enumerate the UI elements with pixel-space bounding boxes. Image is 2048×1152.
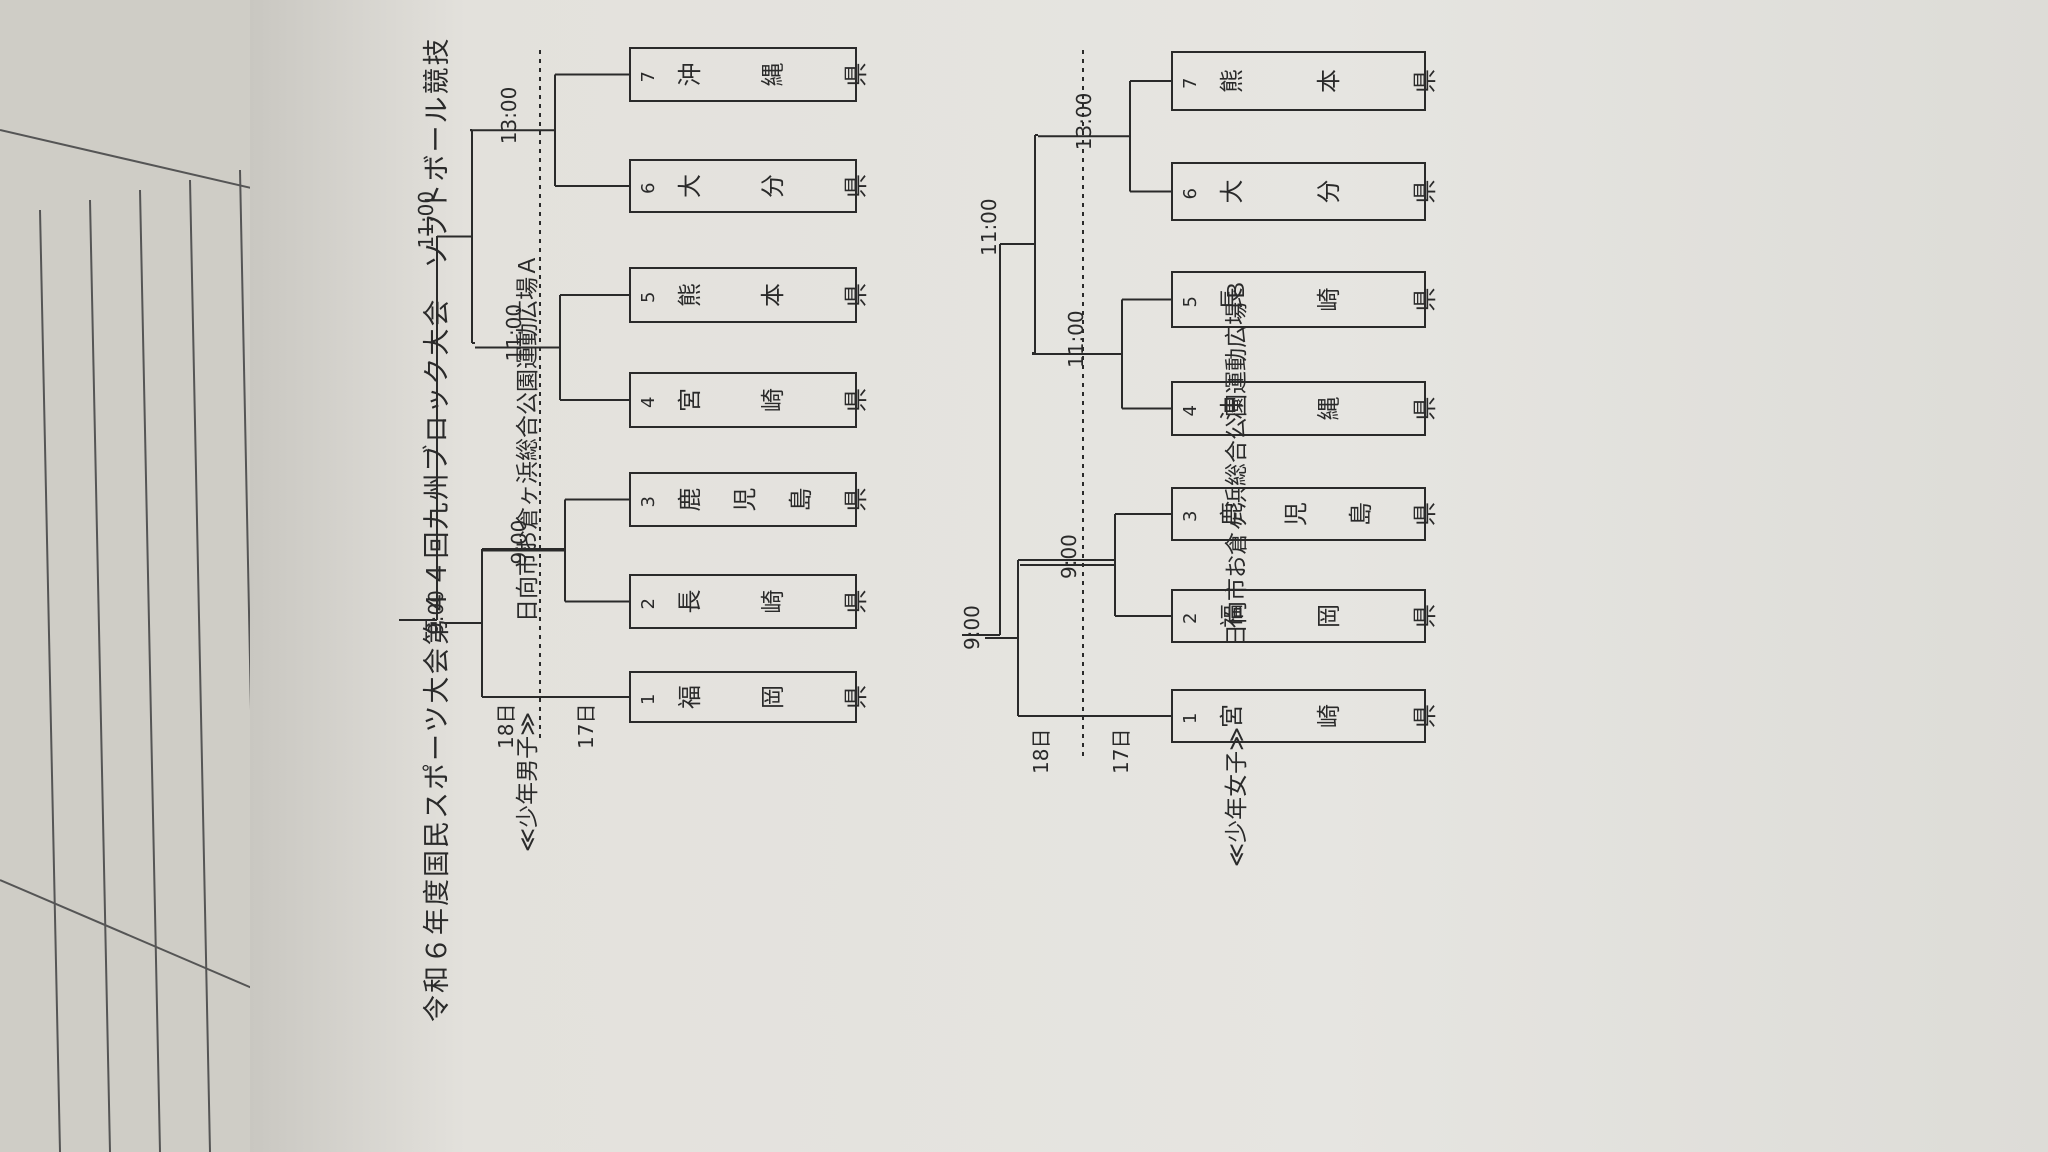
- team-name-char: 福: [676, 685, 704, 709]
- team-box: [1171, 162, 1426, 221]
- team-name-char: 県: [842, 685, 870, 709]
- adjacent-page: [0, 0, 280, 1152]
- team-number: 3: [638, 496, 659, 508]
- team-name-char: 鹿: [676, 487, 704, 512]
- team-box: [629, 671, 857, 723]
- team-name-char: 県: [842, 283, 870, 307]
- team-name-char: 岡: [759, 685, 787, 709]
- team-number: 6: [638, 182, 659, 194]
- match-time: 11:00: [502, 303, 526, 362]
- team-number: 2: [638, 598, 659, 610]
- team-name-char: 県: [1411, 69, 1439, 93]
- team-name-char: 長: [676, 589, 704, 614]
- team-number: 1: [638, 693, 659, 705]
- team-box: [1171, 589, 1426, 643]
- team-number: 5: [1180, 296, 1201, 308]
- match-time: 9:00: [1057, 534, 1081, 579]
- team-name-char: 本: [1314, 69, 1343, 93]
- team-name-char: 県: [842, 174, 870, 198]
- team-name-char: 熊: [676, 283, 704, 307]
- day-label-final: 18日: [1029, 728, 1053, 774]
- team-name-char: 県: [1411, 396, 1439, 421]
- team-number: 1: [1180, 712, 1201, 724]
- match-time: 13:00: [497, 86, 521, 145]
- team-name-char: 児: [731, 487, 760, 512]
- team-name-char: 熊: [1218, 69, 1246, 93]
- team-name-char: 大: [1218, 179, 1246, 204]
- team-name-char: 県: [1411, 604, 1439, 628]
- team-name-char: 本: [759, 283, 787, 307]
- team-box: [629, 267, 857, 323]
- team-name-char: 崎: [759, 388, 787, 412]
- team-number: 5: [638, 291, 659, 303]
- team-name-char: 県: [1411, 704, 1439, 728]
- team-number: 4: [638, 396, 659, 408]
- team-name-char: 崎: [1314, 704, 1343, 728]
- day-label-final: 18日: [494, 703, 518, 749]
- page-title: 令和６年度国民スポーツ大会第４４回九州ブロック大会 ソフトボール競技: [422, 36, 453, 1022]
- team-box: [1171, 381, 1426, 436]
- team-box: [629, 159, 857, 213]
- team-box: [629, 574, 857, 629]
- team-box: [629, 372, 857, 428]
- team-name-char: 沖: [1218, 396, 1246, 421]
- match-time: 9:00: [424, 590, 448, 635]
- team-name-char: 宮: [676, 388, 704, 412]
- team-name-char: 島: [786, 487, 815, 512]
- team-name-char: 分: [1314, 179, 1343, 204]
- team-name-char: 沖: [676, 62, 704, 87]
- team-number: 3: [1180, 510, 1201, 522]
- team-number: 2: [1180, 612, 1201, 624]
- team-name-char: 岡: [1314, 604, 1343, 628]
- team-name-char: 島: [1346, 502, 1375, 526]
- day-label-first: 17日: [1109, 728, 1133, 774]
- match-time: 11:00: [977, 198, 1001, 256]
- match-time: 13:00: [1072, 92, 1096, 151]
- team-name-char: 崎: [759, 589, 787, 614]
- team-name-char: 長: [1218, 287, 1246, 312]
- team-name-char: 分: [759, 174, 787, 198]
- team-name-char: 県: [842, 388, 870, 412]
- team-box: [629, 47, 857, 102]
- team-name-char: 県: [842, 487, 870, 512]
- team-name-char: 福: [1218, 604, 1246, 628]
- match-time: 11:00: [1064, 310, 1088, 368]
- team-name-char: 鹿: [1218, 502, 1246, 526]
- team-name-char: 縄: [1314, 396, 1343, 421]
- team-box: [1171, 689, 1426, 743]
- team-box: [1171, 51, 1426, 111]
- team-number: 7: [638, 71, 659, 83]
- team-name-char: 県: [842, 589, 870, 614]
- team-number: 7: [1180, 77, 1201, 89]
- team-number: 4: [1180, 405, 1201, 417]
- team-number: 6: [1180, 188, 1201, 200]
- team-box: [1171, 271, 1426, 328]
- team-name-char: 縄: [759, 62, 787, 87]
- team-name-char: 県: [1411, 179, 1439, 204]
- team-name-char: 県: [842, 62, 870, 87]
- category-label: ≪少年女子≫: [1224, 726, 1250, 867]
- match-time: 9:00: [507, 519, 531, 565]
- team-name-char: 大: [676, 174, 704, 198]
- team-name-char: 宮: [1218, 704, 1246, 728]
- match-time: 9:00: [960, 605, 984, 650]
- day-label-first: 17日: [574, 703, 598, 749]
- team-name-char: 崎: [1314, 287, 1343, 312]
- team-name-char: 県: [1411, 502, 1439, 526]
- venue-label: 日向市お倉ヶ浜総合公園運動広場Ｂ: [1224, 279, 1250, 647]
- match-time: 11:00: [414, 190, 438, 249]
- team-name-char: 県: [1411, 287, 1439, 312]
- team-name-char: 児: [1282, 502, 1311, 526]
